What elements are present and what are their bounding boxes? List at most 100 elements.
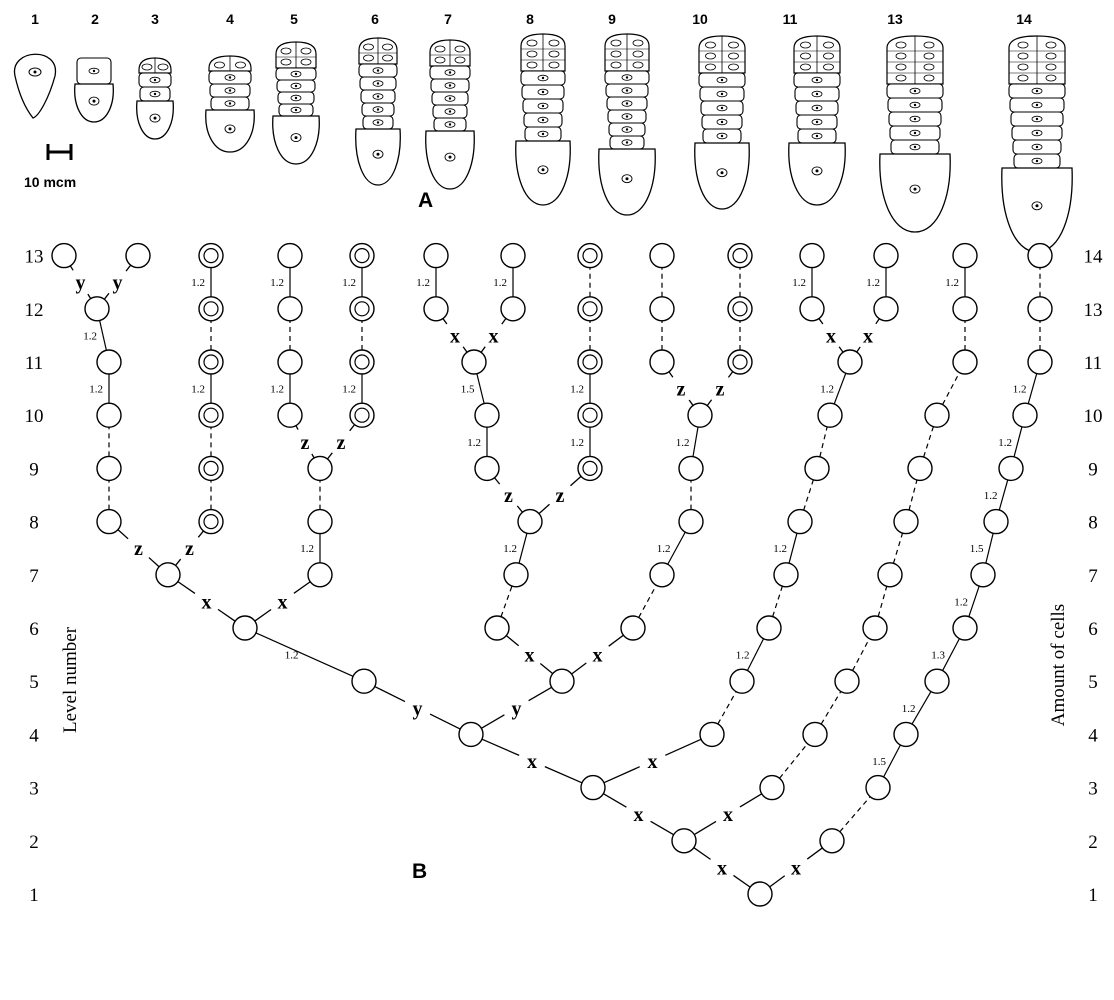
cell-node bbox=[805, 456, 829, 480]
tree-edge bbox=[694, 821, 716, 834]
division-type-label: x bbox=[717, 857, 727, 879]
cell-node bbox=[518, 510, 542, 534]
embryo-sketch bbox=[695, 36, 749, 209]
stage-number: 11 bbox=[783, 11, 798, 27]
duration-label: 1.5 bbox=[970, 543, 984, 555]
tree-edge bbox=[88, 294, 91, 299]
tree-edge-dashed bbox=[924, 427, 934, 457]
cell-node bbox=[621, 616, 645, 640]
duration-label: 1.2 bbox=[270, 277, 284, 289]
cell-node bbox=[1028, 244, 1052, 268]
cell-node bbox=[278, 350, 302, 374]
cell-node bbox=[999, 456, 1023, 480]
duration-label: 1.2 bbox=[467, 437, 481, 449]
tree-edge bbox=[834, 373, 846, 404]
cell-node bbox=[800, 297, 824, 321]
cell-count-tick: 7 bbox=[1088, 566, 1098, 587]
tree-nodes bbox=[52, 244, 1052, 906]
duration-label: 1.2 bbox=[1013, 384, 1027, 396]
cell-count-tick: 13 bbox=[1084, 300, 1103, 321]
tree-edge bbox=[256, 633, 353, 676]
embryo-sketch bbox=[273, 42, 320, 164]
division-type-label: z bbox=[301, 432, 310, 454]
division-type-label: x bbox=[826, 325, 836, 347]
embryo-drawings bbox=[15, 34, 1073, 252]
tree-edge bbox=[70, 266, 73, 271]
embryo-sketch bbox=[356, 38, 401, 185]
tree-edge bbox=[104, 293, 109, 299]
tree-edge-dashed bbox=[821, 691, 841, 724]
tree-edge bbox=[707, 400, 711, 406]
tree-edge bbox=[255, 609, 271, 621]
tree-edge bbox=[669, 372, 673, 377]
cell-node bbox=[504, 563, 528, 587]
tree-edge bbox=[443, 319, 447, 324]
tree-edge bbox=[839, 347, 843, 352]
cell-count-tick: 2 bbox=[1088, 832, 1098, 853]
cell-node bbox=[863, 616, 887, 640]
tree-edge bbox=[651, 821, 674, 834]
tree-edge-dashed bbox=[943, 373, 960, 405]
tree-edge bbox=[1014, 427, 1022, 457]
tree-edge bbox=[178, 582, 195, 594]
level-number-tick: 4 bbox=[29, 725, 39, 746]
duration-label: 1.2 bbox=[998, 437, 1012, 449]
tree-edge bbox=[694, 848, 711, 860]
tree-edge-dashed bbox=[639, 585, 657, 617]
duration-label: 1.2 bbox=[773, 543, 787, 555]
cell-node bbox=[550, 669, 574, 693]
division-type-label: x bbox=[863, 325, 873, 347]
tree-edge bbox=[943, 639, 960, 671]
cell-node bbox=[1013, 403, 1037, 427]
cell-node bbox=[97, 456, 121, 480]
division-type-label: x bbox=[450, 325, 460, 347]
cell-node-double bbox=[199, 510, 223, 534]
division-type-label: x bbox=[791, 857, 801, 879]
cell-node bbox=[650, 244, 674, 268]
stage-number: 13 bbox=[887, 11, 903, 27]
panel-a-label: A bbox=[418, 189, 433, 212]
duration-label: 1.5 bbox=[872, 756, 886, 768]
cell-node bbox=[894, 722, 918, 746]
cell-node bbox=[52, 244, 76, 268]
cell-node bbox=[352, 669, 376, 693]
cell-node bbox=[308, 563, 332, 587]
level-number-tick: 3 bbox=[29, 779, 39, 800]
cell-node bbox=[650, 563, 674, 587]
cell-node bbox=[278, 297, 302, 321]
tree-edge bbox=[495, 478, 500, 484]
stage-number: 7 bbox=[444, 11, 452, 27]
duration-label: 1.2 bbox=[657, 543, 671, 555]
cell-count-tick: 3 bbox=[1088, 779, 1098, 800]
cell-node bbox=[748, 882, 772, 906]
tree-edge bbox=[603, 794, 626, 807]
tree-edge bbox=[570, 476, 581, 485]
stage-number: 10 bbox=[692, 11, 708, 27]
cell-node-double bbox=[199, 350, 223, 374]
tree-edge bbox=[463, 347, 467, 352]
cell-node bbox=[953, 297, 977, 321]
cell-node-double bbox=[578, 350, 602, 374]
duration-label: 1.2 bbox=[945, 277, 959, 289]
division-type-label: x bbox=[648, 751, 658, 773]
duration-label: 1.2 bbox=[342, 384, 356, 396]
cell-node bbox=[953, 616, 977, 640]
tree-edge-dashed bbox=[820, 427, 827, 457]
duration-label: 1.2 bbox=[820, 384, 834, 396]
tree-edge bbox=[819, 319, 823, 324]
cell-node bbox=[97, 510, 121, 534]
cell-count-tick: 8 bbox=[1088, 513, 1098, 534]
tree-edge-dashed bbox=[780, 744, 808, 779]
cell-node bbox=[878, 563, 902, 587]
tree-edge bbox=[294, 582, 310, 594]
cell-node bbox=[475, 456, 499, 480]
tree-edge bbox=[482, 739, 519, 755]
tree-edge bbox=[1028, 374, 1036, 404]
cell-node-double bbox=[350, 403, 374, 427]
level-number-tick: 2 bbox=[29, 832, 39, 853]
cell-count-tick: 6 bbox=[1088, 619, 1098, 640]
cell-count-tick: 4 bbox=[1088, 725, 1098, 746]
tree-edge bbox=[539, 504, 550, 513]
cell-node bbox=[424, 244, 448, 268]
